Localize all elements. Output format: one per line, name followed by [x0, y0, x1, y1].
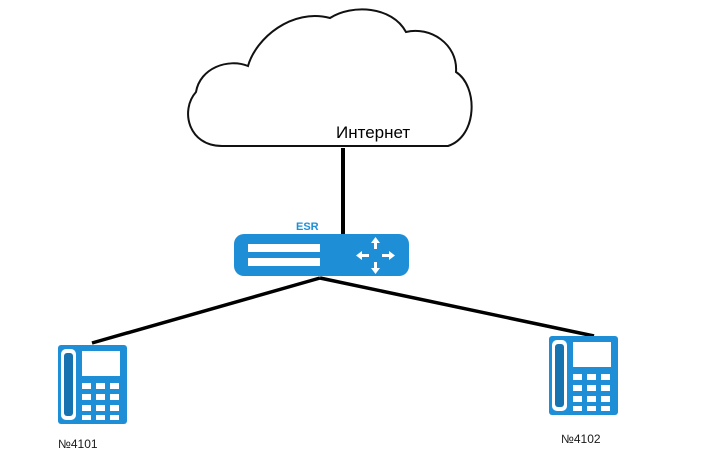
phone-4102-label: №4102 — [561, 432, 601, 446]
router-slot-top — [248, 244, 320, 252]
router-arrows-icon — [356, 237, 395, 274]
internet-label: Интернет — [336, 123, 410, 142]
link-router-phone-4101 — [91, 276, 321, 345]
cloud-icon — [187, 8, 473, 147]
internet-cloud: Интернет — [187, 8, 473, 147]
router-slot-bottom — [248, 258, 320, 266]
esr-router: ESR — [234, 221, 409, 276]
phone-4101 — [58, 345, 127, 424]
link-router-phone-4102 — [319, 276, 595, 338]
router-label: ESR — [296, 221, 319, 233]
ip-phone-icon — [58, 345, 127, 424]
phone-4101-label: №4101 — [58, 437, 98, 451]
links — [91, 148, 595, 345]
ip-phone-icon — [549, 336, 618, 415]
phone-4102 — [549, 336, 618, 415]
